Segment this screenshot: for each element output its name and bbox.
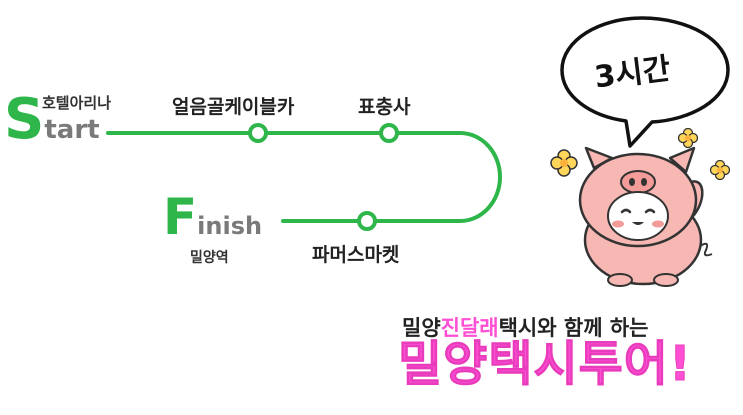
finish-initial: F [163, 188, 198, 246]
route-line [106, 131, 502, 223]
stop-marker-farmers-market [357, 211, 377, 231]
stop-marker-pyochungsa [379, 123, 399, 143]
speech-bubble [560, 16, 730, 148]
headline: 밀양진달래택시와 함께 하는 [402, 312, 648, 342]
start-place-label: 호텔아리나 [42, 94, 112, 112]
flower-icon [677, 128, 699, 149]
finish-rest: inish [197, 212, 263, 240]
duration-text: 3시간 [592, 51, 673, 96]
pig-mascot-icon [550, 128, 731, 287]
finish-word: Finish [163, 192, 262, 242]
stop-label-farmers-market: 파머스마켓 [312, 244, 400, 266]
start-word: Start [4, 92, 100, 148]
start-rest: tart [44, 115, 100, 145]
headline-part-2: 진달래 [440, 316, 499, 340]
stop-marker-ice-valley [248, 123, 268, 143]
start-initial: S [4, 87, 45, 152]
flower-icon [550, 149, 578, 177]
stop-label-pyochungsa: 표충사 [358, 96, 411, 118]
finish-place-label: 밀양역 [190, 250, 229, 266]
headline-part-1: 밀양 [402, 316, 441, 340]
flower-icon [709, 159, 731, 181]
headline-part-3: 택시와 함께 하는 [498, 316, 649, 340]
stop-label-ice-valley: 얼음골케이블카 [172, 96, 295, 118]
page-title: 밀양택시투어! [398, 336, 692, 392]
